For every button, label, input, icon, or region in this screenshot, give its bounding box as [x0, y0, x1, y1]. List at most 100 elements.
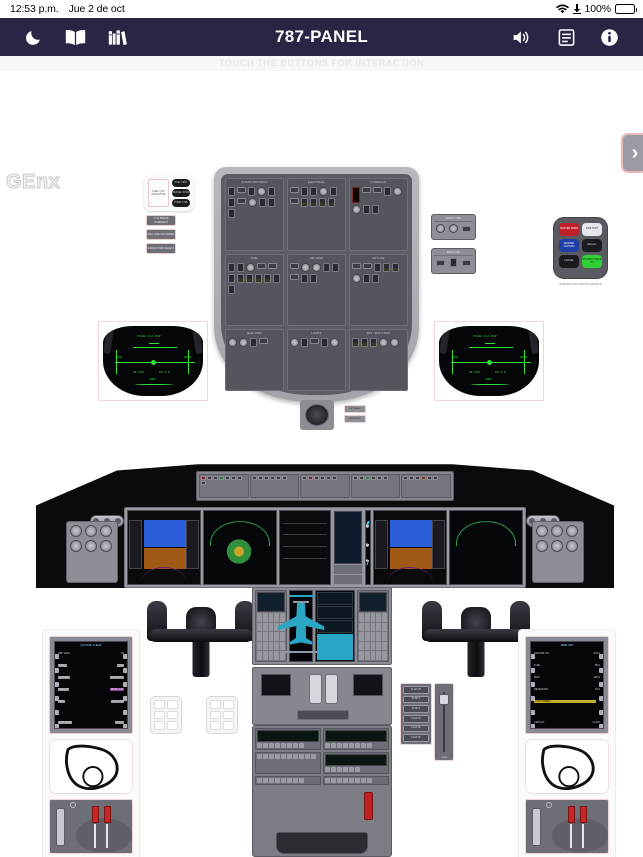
- first-officer-side-console[interactable]: [532, 521, 584, 583]
- oxy-mask-caption[interactable]: OXY MASK: [344, 405, 366, 413]
- cdu-row-left: GW/CRZ CG: [534, 652, 550, 655]
- aircraft-synoptic-display[interactable]: [277, 590, 325, 662]
- multifunction-display[interactable]: [365, 510, 371, 585]
- overhead-section-elec-pwr[interactable]: ELEC PWR: [225, 329, 284, 391]
- system-check-button[interactable]: SYSTEM CHECK OK: [582, 255, 602, 268]
- overhead-section-fuel[interactable]: FUEL: [225, 253, 284, 327]
- cargo-fire-bar[interactable]: CARGO FIRE SELECT: [146, 243, 176, 254]
- book-icon[interactable]: [65, 28, 86, 47]
- first-officer-pfd[interactable]: [373, 510, 447, 585]
- overhead-section-apu-start[interactable]: APU / ENG START: [349, 329, 408, 391]
- pedestal-upper[interactable]: [252, 587, 392, 665]
- eicas-display[interactable]: [279, 510, 331, 585]
- first-officer-control-wheel-diagram[interactable]: [525, 738, 609, 795]
- flap-15-button[interactable]: FLAP 15: [403, 715, 429, 723]
- radio-panel-hf[interactable]: [323, 752, 389, 774]
- overhead-section-anti-ice[interactable]: ANTI-ICE: [349, 253, 408, 327]
- captain-pfd[interactable]: [127, 510, 201, 585]
- pump-ctrl-button[interactable]: PUMP CTRL: [172, 199, 190, 207]
- trim-slider-panel[interactable]: TRIM: [434, 683, 454, 761]
- obs-audio-caption[interactable]: OBS AUDIO: [344, 415, 366, 423]
- pedestal-cdu-right[interactable]: [357, 590, 389, 662]
- captain-nd[interactable]: [203, 510, 277, 585]
- mode-control-panel[interactable]: [196, 471, 454, 501]
- hud-radio-alt: RA 220: [469, 371, 480, 374]
- overhead-section-air-cond[interactable]: AIR COND: [287, 253, 346, 327]
- overhead-knob[interactable]: [304, 404, 329, 426]
- flap-up-button[interactable]: FLAP UP: [403, 686, 429, 694]
- captain-control-column[interactable]: [145, 599, 257, 677]
- notes-icon[interactable]: [557, 28, 576, 47]
- section-label: ELECTRICAL: [308, 181, 325, 184]
- radio-panel-vhf-c[interactable]: [323, 728, 389, 750]
- section-label: ANTI-ICE: [372, 256, 385, 260]
- first-officer-equipment-panel[interactable]: [525, 799, 609, 854]
- rudder-pedal-right[interactable]: [206, 696, 238, 734]
- master-warning-button[interactable]: MASTER WARN: [559, 223, 579, 236]
- hud-glideslope: GS 3.0: [159, 371, 170, 374]
- captain-rudder-pedals[interactable]: [150, 696, 238, 734]
- refuel-door-button[interactable]: REFUEL DOOR: [172, 189, 190, 197]
- overhead-section-hydraulic[interactable]: HYDRAULIC: [349, 178, 408, 251]
- hud-left[interactable]: TO/GA FLT DIR 148 2450 RA 220 GS 3.0 085: [98, 321, 208, 401]
- overhead-section-lights[interactable]: LIGHTS: [287, 329, 346, 391]
- cdu-row-right: 410.5: [593, 652, 601, 655]
- first-officer-control-column[interactable]: [420, 599, 532, 677]
- overhead-section-electrical[interactable]: ELECTRICAL: [287, 178, 346, 251]
- overhead-panel[interactable]: FLIGHT CONTROLS ELECTRICAL HYDRAULIC FUE…: [214, 167, 419, 430]
- first-officer-nd[interactable]: [449, 510, 523, 585]
- overhead-stand[interactable]: [299, 400, 334, 430]
- hud-right[interactable]: TO/GA FLT DIR 148 2450 RA 220 GS 3.0 085: [434, 321, 544, 401]
- thrust-lever-quadrant[interactable]: [252, 667, 392, 725]
- first-officer-side-rack[interactable]: PERF INIT GW/CRZ CG 410.5 FUEL 85.2 ZFW …: [518, 629, 616, 857]
- pedestal-handle[interactable]: [276, 832, 368, 854]
- info-icon[interactable]: [600, 28, 619, 47]
- flap-20-button[interactable]: FLAP 20: [403, 724, 429, 733]
- cancel-button[interactable]: CANCEL: [559, 255, 579, 268]
- overhead-side-captions[interactable]: OXY MASK OBS AUDIO: [344, 405, 366, 423]
- rudder-pedal-left[interactable]: [150, 696, 182, 734]
- speedbrake-lever[interactable]: [364, 792, 373, 820]
- hyd-press-bar[interactable]: HYD PRESS OVERHEAT: [146, 215, 176, 226]
- cdu-row-right: 250/10000: [109, 676, 124, 679]
- master-light-module[interactable]: MASTER WARN FIRE TEST MASTER CAUTION REC…: [553, 217, 608, 279]
- flap-30-button[interactable]: FLAP 30: [403, 734, 429, 743]
- center-cdu[interactable]: [333, 510, 363, 585]
- fire-test-button[interactable]: FIRE TEST: [582, 223, 602, 236]
- overhead-section-flight-controls[interactable]: FLIGHT CONTROLS: [225, 178, 284, 251]
- flap-selector-panel[interactable]: FLAP UP FLAP 1 FLAP 5 FLAP 15 FLAP 20 FL…: [400, 683, 432, 745]
- main-display-bank[interactable]: [124, 507, 526, 588]
- captain-side-rack[interactable]: ACT RTE 1 LEGS 085° HDG 1/3 KSEA CLB NOR…: [42, 629, 140, 857]
- flap-5-button[interactable]: FLAP 5: [403, 705, 429, 714]
- recall-button[interactable]: RECALL: [582, 239, 602, 252]
- library-icon[interactable]: [108, 28, 127, 47]
- captain-control-wheel-diagram[interactable]: [49, 738, 133, 795]
- eng-fire-bar[interactable]: ENG FIRE SW ARMED: [146, 229, 176, 240]
- pedestal-lower[interactable]: [252, 725, 392, 857]
- captain-cdu[interactable]: ACT RTE 1 LEGS 085° HDG 1/3 KSEA CLB NOR…: [49, 636, 133, 734]
- pedestal-cdu-left[interactable]: [255, 590, 287, 662]
- fuel-test-button[interactable]: FUEL TEST: [172, 179, 190, 187]
- captain-equipment-panel[interactable]: [49, 799, 133, 854]
- section-label: FUEL: [250, 256, 259, 260]
- audio-control-panel-lower[interactable]: EFIS CTRL: [431, 248, 476, 274]
- interaction-hint-bar: TOUCH THE BUTTONS FOR INTERACTION: [0, 56, 643, 71]
- sound-icon[interactable]: [512, 28, 533, 47]
- next-page-button[interactable]: ›: [621, 133, 643, 173]
- radio-panel-vhf-r[interactable]: [255, 752, 321, 774]
- main-instrument-panel[interactable]: [36, 463, 614, 588]
- master-caution-button[interactable]: MASTER CAUTION: [559, 239, 579, 252]
- audio-control-panel-upper[interactable]: AUDIO CTRL: [431, 214, 476, 240]
- radio-panel-vhf-l[interactable]: [255, 728, 321, 750]
- flap-1-button[interactable]: FLAP 1: [403, 695, 429, 704]
- status-bar: 12:53 p.m. Jue 2 de oct 100%: [0, 0, 643, 18]
- trim-slider-handle[interactable]: [439, 694, 449, 705]
- cdu-row-right: 85.2: [594, 664, 600, 667]
- captain-side-console[interactable]: [66, 521, 118, 583]
- first-officer-cdu[interactable]: PERF INIT GW/CRZ CG 410.5 FUEL 85.2 ZFW …: [525, 636, 609, 734]
- night-mode-icon[interactable]: [24, 28, 43, 47]
- audio-panel[interactable]: [323, 776, 389, 785]
- engine-logo: GEnx: [5, 171, 61, 194]
- transponder-panel[interactable]: [255, 776, 321, 785]
- fuel-quantity-module[interactable]: FUEL QTY INDICATOR FUEL TEST REFUEL DOOR…: [144, 175, 194, 211]
